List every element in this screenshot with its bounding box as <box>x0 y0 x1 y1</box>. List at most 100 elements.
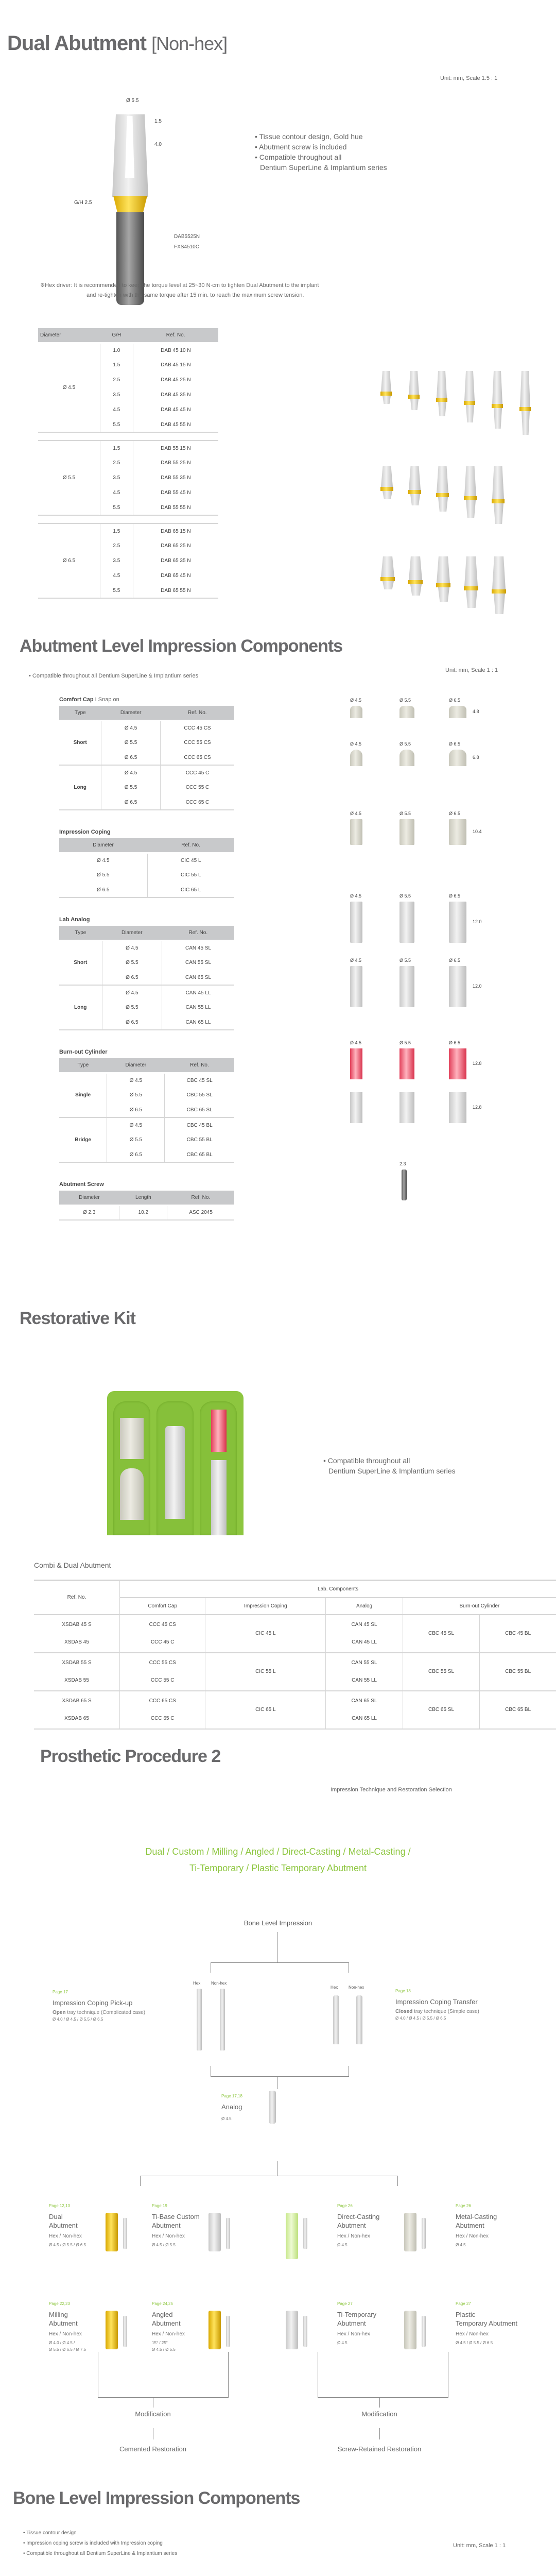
component-image <box>449 902 466 943</box>
table-cell: CIC 55 L <box>205 1652 326 1691</box>
table-cell: 1.0 <box>100 343 133 358</box>
abutment-image <box>106 2213 118 2251</box>
diameter-label: Ø 6.5 <box>449 811 461 816</box>
screw-image <box>422 2316 426 2347</box>
table-cell: DAB 65 35 N <box>161 558 191 564</box>
unit-scale: Unit: mm, Scale 1 : 1 <box>445 667 498 673</box>
table-cell: DAB 65 25 N <box>161 543 191 549</box>
screw-image <box>226 2218 230 2249</box>
table-cell: CBC 45 BL <box>479 1614 556 1653</box>
table-cell: DAB 45 35 N <box>161 392 191 398</box>
table-cell: CBC 65 BL <box>479 1690 556 1730</box>
combi-section: Combi & Dual Abutment Ref. No. Lab. Comp… <box>0 1546 556 1777</box>
table-cell: 10.2 <box>119 1205 168 1221</box>
height-label: 12.0 <box>473 919 482 924</box>
component-image <box>350 1092 362 1123</box>
table-cell: 5.5 <box>100 583 133 599</box>
table-cell: DAB 65 55 N <box>133 583 218 599</box>
height-label: 10.4 <box>473 829 482 834</box>
table-row: 2.5 DAB 65 25 N <box>38 538 218 553</box>
pickup-card[interactable]: Page 17 Impression Coping Pick-up Open t… <box>53 1990 146 2022</box>
table-cell: 2.5 <box>100 372 133 387</box>
abutment-image <box>404 2213 416 2251</box>
page-title: Dual Abutment [Non-hex] <box>7 32 228 55</box>
table-cell: Ø 4.5 <box>107 1117 165 1132</box>
analog-card[interactable]: Page 17,18 Analog Ø 4.5 <box>221 2094 242 2121</box>
table-cell: CIC 45 L <box>205 1614 326 1653</box>
component-image <box>399 1092 414 1123</box>
table-cell: DAB 65 15 N <box>161 528 191 534</box>
section-title: Bone Level Impression Components <box>13 2488 300 2508</box>
table-cell: CBC 45 BL <box>186 1122 213 1128</box>
table-cell: CBC 65 SL <box>403 1690 480 1730</box>
height-label: 12.8 <box>473 1105 482 1110</box>
dual-abutment-image <box>520 371 530 407</box>
dual-abutment-image <box>381 466 393 487</box>
dual-abutment-image <box>437 371 447 398</box>
screw-image <box>422 2218 426 2249</box>
feature-list: • Tissue contour design, Gold hue • Abut… <box>255 132 387 172</box>
group-label: Bridge <box>59 1117 108 1163</box>
restorative-kit-image <box>107 1391 244 1535</box>
table-cell: DAB 45 55 N <box>133 417 218 433</box>
dual-abutment-section: Dual Abutment [Non-hex] Unit: mm, Scale … <box>0 0 556 614</box>
dual-abutment-image <box>464 371 475 401</box>
table-cell: 3.5 <box>100 387 133 402</box>
table-cell: Ø 6.5 <box>107 1147 165 1163</box>
procedure-subtitle: Impression Technique and Restoration Sel… <box>331 1787 452 1793</box>
diameter-label: Ø 5.5 <box>399 1040 411 1045</box>
transfer-card[interactable]: Page 18 Impression Coping Transfer Close… <box>395 1989 479 2021</box>
part-codes: DAB5525N FXS4510C <box>174 234 200 250</box>
group-label: Single <box>59 1073 108 1118</box>
dual-abutment-image <box>409 556 422 580</box>
table-cell: 2.5 <box>100 538 133 553</box>
dual-abutment-image <box>437 466 448 493</box>
table-cell: Ø 5.5 <box>101 735 161 750</box>
table-cell: CIC 65 L <box>205 1690 326 1730</box>
component-image <box>350 819 362 845</box>
dual-abutment-image <box>437 556 450 583</box>
table-cell: CCC 65 CS <box>160 750 234 766</box>
table-cell: DAB 55 35 N <box>161 475 191 481</box>
abutment-image <box>208 2213 221 2251</box>
component-image <box>350 966 362 1007</box>
table-cell: ASC 2045 <box>167 1205 234 1221</box>
height-label: 6.8 <box>473 755 479 760</box>
table-cell: 5.5 <box>100 500 133 516</box>
component-image <box>449 819 466 845</box>
table-cell: Ø 2.3 <box>59 1205 120 1221</box>
